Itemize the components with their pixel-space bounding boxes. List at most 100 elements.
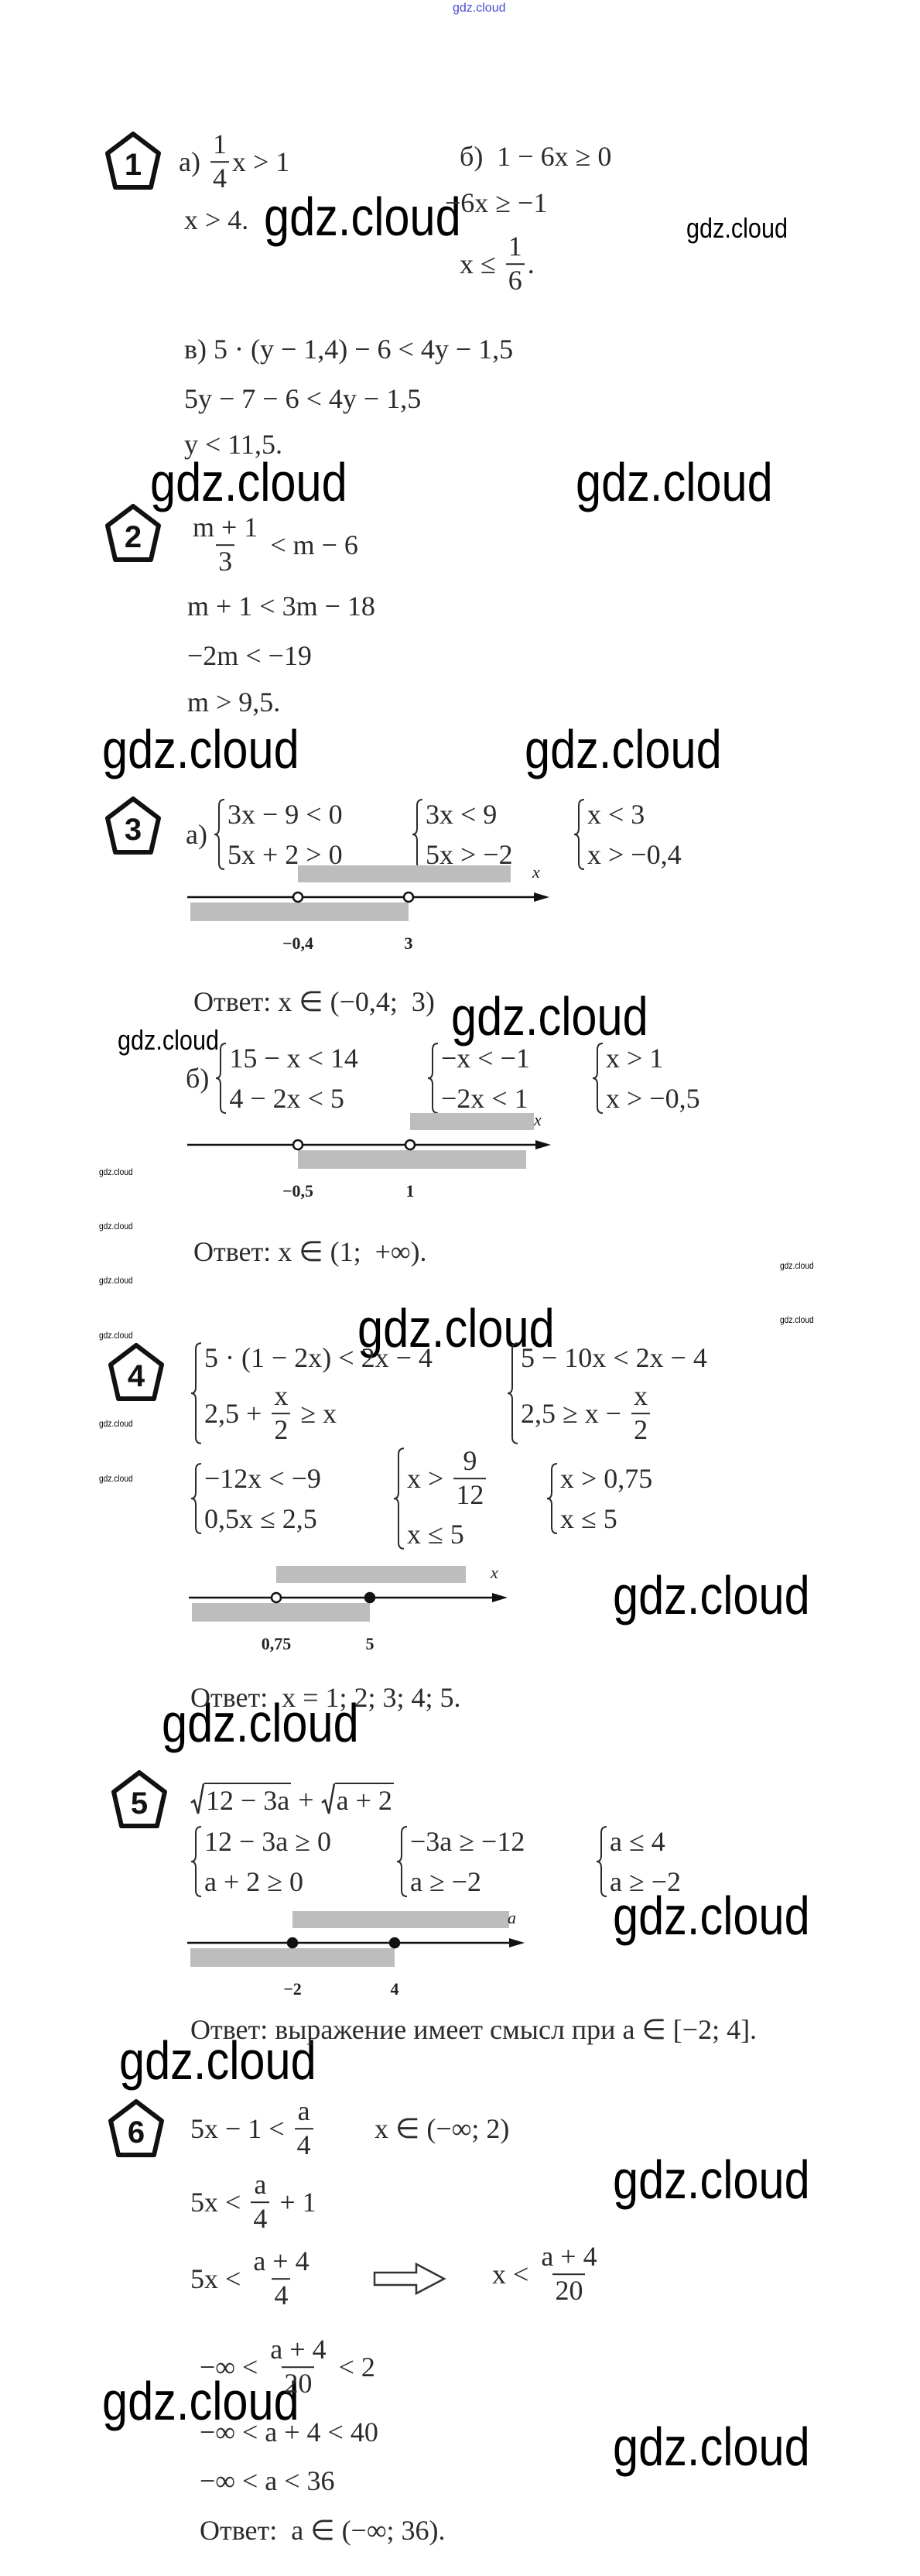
fraction-denominator: 12 — [453, 1478, 487, 1510]
task6-line5: −∞ < a + 4 < 40 — [200, 2416, 378, 2448]
open-point — [404, 1139, 416, 1151]
axis-label: x — [532, 862, 540, 882]
fraction-numerator: a + 4 — [541, 2241, 597, 2273]
square-root: 12 − 3a — [190, 1783, 292, 1817]
watermark: gdz.cloud — [118, 1024, 219, 1056]
fraction-numerator: 9 — [463, 1445, 477, 1477]
math-text: Ответ: выражение имеет смысл при a ∈ [−2… — [190, 2014, 758, 2045]
math-text: a + 2 ≥ 0 — [204, 1866, 304, 1897]
point-label: 4 — [391, 1979, 399, 1999]
math-text: a ≥ −2 — [610, 1866, 682, 1897]
task1-part-c: в) 5 · (y − 1,4) − 6 < 4y − 1,5 — [184, 333, 513, 365]
math-text: 5 − 10x < 2x − 4 — [521, 1342, 707, 1374]
pentagon-icon — [105, 132, 161, 190]
math-text: −x < −1 — [441, 1043, 530, 1074]
watermark: gdz.cloud — [150, 452, 347, 512]
watermark: gdz.cloud — [613, 2150, 810, 2210]
math-text: x < — [492, 2259, 536, 2290]
watermark: gdz.cloud — [451, 986, 648, 1046]
task-number: 3 — [125, 813, 142, 847]
system-row: 5 · (1 − 2x) < 2x − 4 — [204, 1341, 433, 1374]
watermark: gdz.cloud — [453, 2, 506, 15]
system-row: −x < −1 — [441, 1042, 530, 1074]
math-text: x > −0,4 — [587, 839, 682, 870]
closed-point — [286, 1937, 299, 1949]
task5-answer: Ответ: выражение имеет смысл при a ∈ [−2… — [190, 2013, 757, 2046]
watermark: gdz.cloud — [162, 1693, 359, 1753]
task-number-badge: 3 — [105, 796, 161, 855]
watermark: gdz.cloud — [613, 2417, 810, 2477]
part-label: б) — [186, 1063, 210, 1094]
pentagon-icon — [105, 796, 161, 855]
task-number: 5 — [131, 1786, 148, 1821]
brace-icon — [427, 1043, 439, 1114]
axis-arrow-icon — [509, 1938, 525, 1947]
watermark: gdz.cloud — [686, 212, 788, 244]
watermark: gdz.cloud — [613, 1565, 810, 1625]
system-row: 3x < 9 — [426, 798, 513, 831]
task-number: 1 — [125, 148, 142, 182]
brace-icon — [596, 1826, 607, 1897]
watermark: gdz.cloud — [99, 1221, 133, 1231]
math-text: Ответ: a ∈ (−∞; 36). — [200, 2515, 446, 2546]
upper-solution-shading — [410, 1113, 534, 1130]
open-point — [402, 891, 415, 903]
system-row: a ≥ −2 — [610, 1865, 681, 1898]
watermark: gdz.cloud — [99, 1275, 133, 1286]
math-text: 5x + 2 > 0 — [227, 839, 343, 870]
math-text: −∞ < — [200, 2352, 265, 2382]
task6-condition: x ∈ (−∞; 2) — [374, 2112, 509, 2145]
fraction-denominator: 2 — [631, 1413, 651, 1445]
system-row: 15 − x < 14 — [229, 1042, 358, 1074]
math-text: а) — [179, 146, 207, 177]
task-number: 4 — [128, 1359, 145, 1393]
axis-label: a — [508, 1908, 516, 1927]
system-rows: −x < −1−2x < 1 — [441, 1042, 530, 1115]
math-text: x > 4. — [184, 204, 249, 235]
task1-part-b: б) 1 − 6x ≥ 0 — [460, 140, 611, 173]
inequality-system: a ≤ 4 a ≥ −2 — [596, 1825, 681, 1898]
math-text: x > −0,5 — [606, 1083, 700, 1114]
task3-a-answer: Ответ: x ∈ (−0,4; 3) — [193, 985, 435, 1018]
math-text: < m − 6 — [263, 529, 358, 560]
fraction-denominator: 2 — [272, 1413, 291, 1445]
system-row: 12 − 3a ≥ 0 — [204, 1825, 331, 1858]
math-text: 12 − 3a ≥ 0 — [204, 1826, 332, 1857]
task5-system3: a ≤ 4 a ≥ −2 — [596, 1825, 681, 1898]
point-label: 1 — [406, 1181, 415, 1201]
math-text: 5y − 7 − 6 < 4y − 1,5 — [184, 383, 422, 414]
brace-icon — [190, 1342, 202, 1444]
math-text: 3x < 9 — [426, 799, 498, 830]
watermark: gdz.cloud — [264, 187, 461, 247]
math-text: ≥ x — [293, 1398, 337, 1429]
watermark: gdz.cloud — [102, 2371, 299, 2431]
part-label: а) — [186, 819, 207, 850]
watermark: gdz.cloud — [99, 1473, 133, 1484]
inequality-system: 12 − 3a ≥ 0 a + 2 ≥ 0 — [190, 1825, 331, 1898]
pentagon-icon — [108, 1343, 164, 1401]
task6-line6: −∞ < a < 36 — [200, 2465, 335, 2497]
fraction-numerator: x — [274, 1380, 289, 1412]
math-text: a ≤ 4 — [610, 1826, 665, 1857]
system-row: x > −0,4 — [587, 838, 682, 871]
